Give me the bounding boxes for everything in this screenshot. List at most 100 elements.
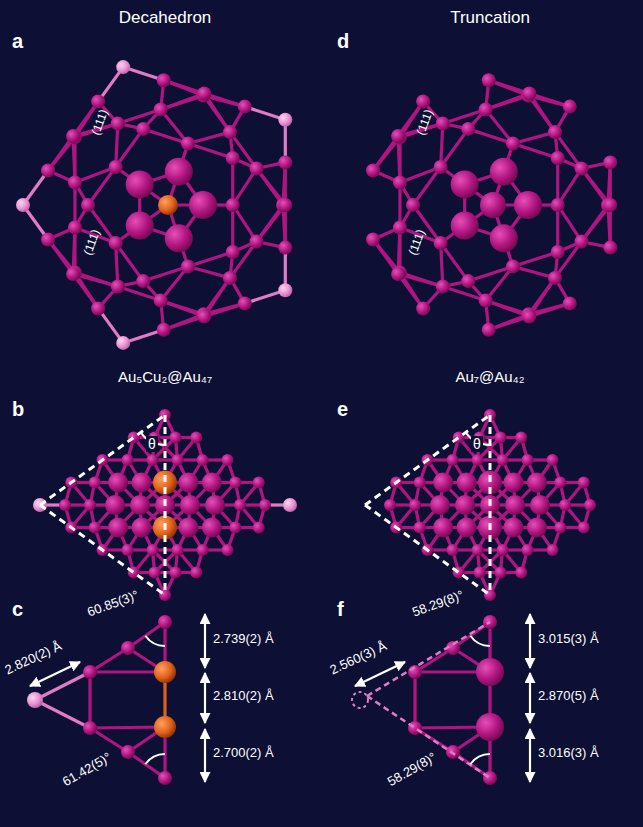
bond	[556, 158, 559, 205]
bond	[88, 672, 91, 728]
dashed-outline	[40, 505, 165, 595]
gold-atom	[551, 151, 565, 165]
dimension-arrow	[204, 614, 206, 668]
gold-atom	[497, 454, 509, 466]
gold-atom	[111, 116, 125, 130]
gold-atom	[522, 86, 536, 100]
gold-atom	[547, 454, 559, 466]
dashed-bond	[367, 622, 490, 696]
vertex-atom	[16, 198, 30, 212]
decahedron-top-view	[16, 60, 292, 350]
dimension-arrow	[529, 673, 531, 723]
gold-atom	[503, 473, 523, 493]
gold-atom	[603, 241, 617, 255]
gold-atom	[603, 198, 617, 212]
gold-atom	[169, 432, 181, 444]
gold-atom	[121, 641, 135, 655]
gold-atom	[157, 73, 171, 87]
gold-atom	[483, 771, 497, 785]
decahedron-side-view	[33, 409, 297, 601]
gold-atom	[108, 518, 128, 538]
panel-letter: e	[337, 398, 348, 421]
gold-atom	[447, 454, 459, 466]
gold-atom	[111, 280, 125, 294]
heading-label: Au₇@Au₄₂	[455, 368, 524, 385]
gold-atom	[548, 125, 562, 139]
gold-atom	[109, 236, 123, 250]
gold-atom	[559, 499, 571, 511]
gold-atom	[238, 100, 252, 114]
angle-arc	[145, 636, 165, 646]
gold-atom	[461, 274, 475, 288]
panel-letter: d	[337, 30, 349, 53]
bond	[188, 252, 233, 267]
panel-letter: c	[12, 598, 23, 621]
gold-atom	[178, 473, 198, 493]
gold-atom	[132, 473, 152, 493]
gold-atom	[278, 155, 292, 169]
gold-atom	[83, 665, 97, 679]
angle-arc	[470, 636, 490, 646]
gold-atom	[126, 212, 154, 240]
gold-atom	[436, 280, 450, 294]
gold-atom	[474, 567, 486, 579]
annotation-label: θ	[471, 436, 483, 452]
bond	[116, 129, 144, 167]
gold-atom	[522, 310, 536, 324]
annotation-label: 61.42(5)°	[60, 750, 114, 790]
gold-atom	[189, 191, 217, 219]
gold-atom	[158, 771, 172, 785]
gold-atom	[250, 234, 264, 248]
gold-atom	[476, 658, 504, 686]
gold-atom	[366, 164, 380, 178]
gold-atom	[226, 198, 240, 212]
vertex-atom	[283, 498, 297, 512]
gold-atom	[515, 567, 527, 579]
dimension-arrow	[30, 662, 80, 686]
gold-atom	[408, 665, 422, 679]
gold-atom	[149, 567, 161, 579]
gold-atom	[575, 162, 589, 176]
dimension-arrow	[204, 673, 206, 723]
gold-atom	[91, 301, 105, 315]
annotation-label: 60.85(3)°	[85, 588, 140, 620]
gold-atom	[172, 454, 184, 466]
gold-atom	[229, 522, 241, 534]
gold-atom	[197, 310, 211, 324]
gold-atom	[89, 477, 101, 489]
bond	[441, 243, 469, 281]
gold-atom	[503, 518, 523, 538]
gold-atom	[126, 170, 154, 198]
gold-atom	[66, 129, 80, 143]
gold-atom	[253, 477, 265, 489]
gold-atom	[414, 477, 426, 489]
annotation-label: 2.820(2) Å	[3, 639, 64, 678]
annotation-label: 2.739(2) Å	[213, 632, 274, 647]
dimension-arrow	[529, 614, 531, 668]
gold-atom	[165, 158, 193, 186]
gold-atom	[578, 477, 590, 489]
gold-atom	[457, 518, 477, 538]
gold-atom	[278, 198, 292, 212]
gold-atom	[223, 271, 237, 285]
gold-atom	[181, 136, 195, 150]
gold-atom	[147, 544, 159, 556]
gold-atom	[551, 198, 565, 212]
truncated-top-view	[366, 73, 617, 336]
gold-atom	[480, 192, 506, 218]
gold-atom	[253, 522, 265, 534]
panel-letter: f	[337, 598, 344, 621]
gold-atom	[181, 260, 195, 274]
gold-atom	[497, 544, 509, 556]
gold-atom	[229, 477, 241, 489]
bond	[513, 143, 558, 158]
bond	[441, 129, 469, 167]
gold-atom	[190, 432, 202, 444]
gold-atom	[482, 73, 496, 87]
gold-atom	[578, 522, 590, 534]
gold-atom	[393, 221, 407, 235]
annotation-label: θ	[146, 436, 158, 452]
gold-atom	[506, 260, 520, 274]
heading-label: Decahedron	[119, 8, 212, 28]
annotation-label: 2.870(5) Å	[538, 689, 599, 704]
